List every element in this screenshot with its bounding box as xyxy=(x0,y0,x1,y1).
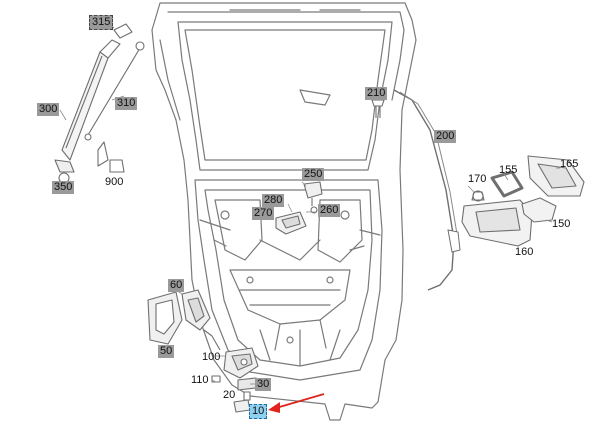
callout-10: 10 xyxy=(249,404,268,419)
callout-270: 270 xyxy=(252,207,275,220)
callout-315: 315 xyxy=(89,15,114,30)
callout-200: 200 xyxy=(434,130,457,143)
callout-100: 100 xyxy=(202,351,221,363)
callout-150: 150 xyxy=(552,218,571,230)
callout-110: 110 xyxy=(191,374,209,386)
rod-310 xyxy=(87,47,141,136)
callout-260: 260 xyxy=(318,204,341,217)
part-250 xyxy=(303,181,323,199)
strut-300 xyxy=(61,51,109,161)
callout-300: 300 xyxy=(37,103,60,116)
tailgate-outline xyxy=(151,2,417,421)
inner-panel xyxy=(194,179,383,381)
bracket-150 xyxy=(521,197,557,223)
callout-165: 165 xyxy=(560,158,579,170)
callout-20: 20 xyxy=(223,389,236,401)
callout-210: 210 xyxy=(365,87,388,100)
callout-160: 160 xyxy=(515,246,534,258)
callout-280: 280 xyxy=(262,194,285,207)
red-arrow xyxy=(275,393,325,409)
red-arrow-head xyxy=(268,402,280,413)
callout-155: 155 xyxy=(499,164,518,176)
callout-250: 250 xyxy=(302,168,325,181)
callout-310: 310 xyxy=(115,97,138,110)
frame-155 xyxy=(490,170,524,198)
callout-350: 350 xyxy=(52,181,75,194)
callout-60: 60 xyxy=(168,279,185,292)
callout-170: 170 xyxy=(468,173,487,185)
window-opening xyxy=(177,21,393,171)
callout-50: 50 xyxy=(158,345,175,358)
callout-900: 900 xyxy=(105,176,124,188)
callout-30: 30 xyxy=(255,378,272,391)
strip-200 xyxy=(393,89,455,291)
